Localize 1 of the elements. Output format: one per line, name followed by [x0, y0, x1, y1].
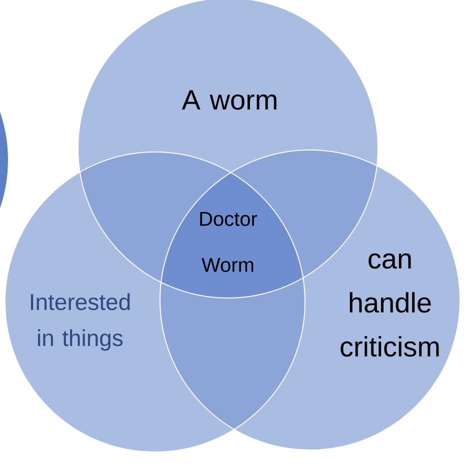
overlap-label: Doctor Worm	[200, 212, 258, 272]
